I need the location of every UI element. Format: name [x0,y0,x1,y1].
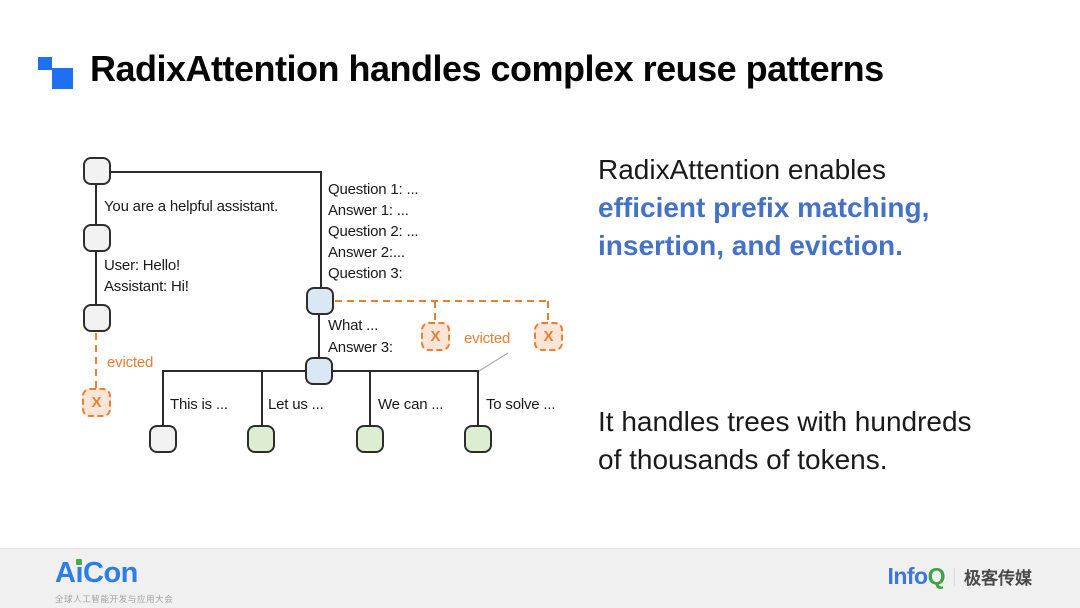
evicted-node-left: X [82,388,111,417]
tree-leaf-this-is [149,425,177,453]
aicon-green-dot-icon [76,559,82,565]
key-point-highlight-line1: efficient prefix matching, [598,192,930,223]
evicted-label-left: evicted [107,354,154,371]
evicted-node-right-2: X [534,322,563,351]
key-point-highlight-line2: insertion, and eviction. [598,230,903,261]
tree-node-qa-branch [306,287,334,315]
edge-label-turn1: User: Hello! Assistant: Hi! [104,257,189,295]
edge-label-qa-history: Question 1: ... Answer 1: ... Question 2… [328,181,419,282]
tree-leaf-we-can [356,425,384,453]
branch-label-let-us: Let us ... [268,396,324,413]
tree-node-answer3 [305,357,333,385]
aicon-subtitle: 全球人工智能开发与应用大会 [55,593,174,604]
scale-paragraph: It handles trees with hundreds of thousa… [598,406,972,475]
footer: AiCon 全球人工智能开发与应用大会 InfoQ 极客传媒 [0,548,1080,608]
evicted-node-right-1: X [421,322,450,351]
key-point-intro: RadixAttention enables [598,154,886,185]
branch-label-to-solve: To solve ... [486,396,556,413]
edge-label-answer3: What ... Answer 3: [328,317,393,356]
bullet-square-small [38,57,52,70]
infoq-brand: InfoQ 极客传媒 [887,564,1032,589]
evicted-label-right: evicted [464,330,511,347]
media-brand-text: 极客传媒 [964,569,1032,588]
tree-leaf-to-solve [464,425,492,453]
tree-leaf-let-us [247,425,275,453]
tree-node-root [83,157,111,185]
aicon-logo: AiCon 全球人工智能开发与应用大会 [55,557,174,605]
key-point-paragraph: RadixAttention enables efficient prefix … [598,151,1068,265]
slide-title: RadixAttention handles complex reuse pat… [90,48,884,89]
bullet-square-big [52,68,73,89]
branch-label-this-is: This is ... [170,396,228,413]
branch-label-we-can: We can ... [378,396,444,413]
infoq-logo: InfoQ [887,563,945,589]
footer-divider [954,567,955,586]
title-bullet-icon [38,57,74,89]
aicon-logo-text: AiCon [55,557,138,589]
edge-label-system-prompt: You are a helpful assistant. [104,198,278,215]
tree-node-turn1 [83,224,111,252]
tree-node-turn2 [83,304,111,332]
